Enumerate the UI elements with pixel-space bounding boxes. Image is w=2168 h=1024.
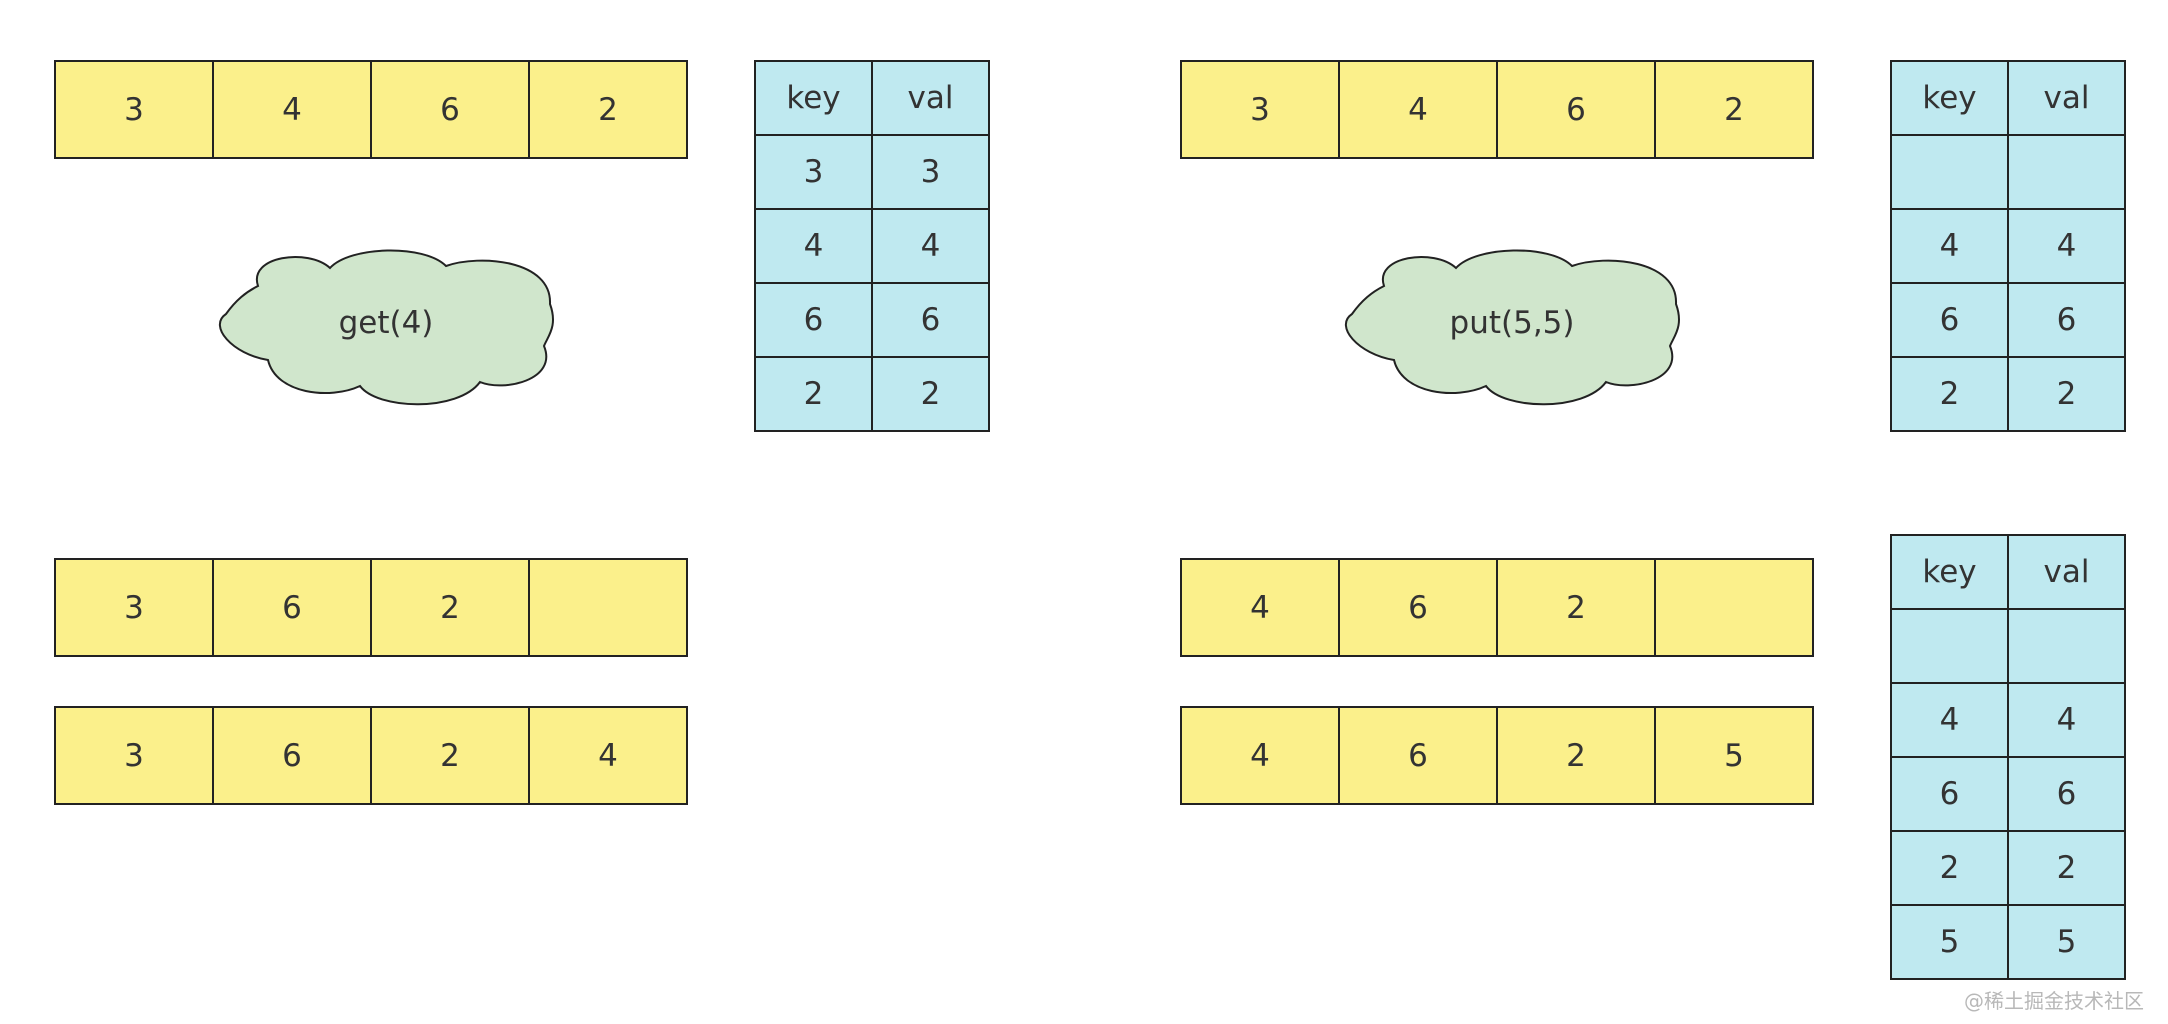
table-cell-key: 5: [1890, 904, 2009, 980]
operation-label: get(4): [338, 305, 434, 341]
table-cell-key: 3: [754, 134, 873, 210]
left-initial-array: 3 4 6 2: [54, 60, 688, 159]
array-cell: 2: [528, 60, 688, 159]
table-row: 2 2: [754, 356, 990, 432]
array-cell: 3: [54, 60, 214, 159]
array-cell: 2: [370, 558, 530, 657]
array-cell: 4: [528, 706, 688, 805]
array-cell: 5: [1654, 706, 1814, 805]
array-cell: 3: [1180, 60, 1340, 159]
table-header-row: key val: [1890, 534, 2126, 610]
table-row: 5 5: [1890, 904, 2126, 980]
table-row: 6 6: [1890, 756, 2126, 832]
table-cell-val: 2: [2007, 356, 2126, 432]
array-cell: 2: [1654, 60, 1814, 159]
array-cell: [528, 558, 688, 657]
right-hash-table-after: key val 4 4 6 6 2 2 5 5: [1890, 534, 2126, 980]
table-cell-key: 4: [1890, 208, 2009, 284]
table-row: 6 6: [1890, 282, 2126, 358]
table-cell-val: 6: [2007, 282, 2126, 358]
table-header-key: key: [754, 60, 873, 136]
table-cell-key: 2: [754, 356, 873, 432]
array-cell: 3: [54, 706, 214, 805]
watermark: @稀土掘金技术社区: [1964, 989, 2144, 1013]
array-cell: 4: [1180, 706, 1340, 805]
right-result-array: 4 6 2 5: [1180, 706, 1814, 805]
table-header-key: key: [1890, 60, 2009, 136]
table-row: 6 6: [754, 282, 990, 358]
table-header-row: key val: [754, 60, 990, 136]
array-cell: 6: [212, 558, 372, 657]
array-cell: 6: [1338, 558, 1498, 657]
left-result-array: 3 6 2 4: [54, 706, 688, 805]
table-cell-val: 6: [2007, 756, 2126, 832]
right-hash-table-before: key val 4 4 6 6 2 2: [1890, 60, 2126, 432]
table-header-key: key: [1890, 534, 2009, 610]
array-cell: 6: [1338, 706, 1498, 805]
table-cell-key: 2: [1890, 356, 2009, 432]
table-row: [1890, 134, 2126, 210]
table-cell-key: 6: [1890, 282, 2009, 358]
table-cell-val: [2007, 134, 2126, 210]
array-cell: 2: [1496, 706, 1656, 805]
table-cell-key: 6: [754, 282, 873, 358]
array-cell: 2: [370, 706, 530, 805]
right-initial-array: 3 4 6 2: [1180, 60, 1814, 159]
array-cell: 4: [1338, 60, 1498, 159]
table-cell-key: 4: [1890, 682, 2009, 758]
array-cell: 6: [212, 706, 372, 805]
array-cell: 2: [1496, 558, 1656, 657]
table-cell-val: 6: [871, 282, 990, 358]
left-removed-array: 3 6 2: [54, 558, 688, 657]
array-cell: [1654, 558, 1814, 657]
left-hash-table: key val 3 3 4 4 6 6 2 2: [754, 60, 990, 432]
table-cell-key: 6: [1890, 756, 2009, 832]
table-cell-val: 5: [2007, 904, 2126, 980]
cloud-shape: [1345, 249, 1680, 406]
array-cell: 6: [370, 60, 530, 159]
table-cell-key: 4: [754, 208, 873, 284]
table-row: 4 4: [754, 208, 990, 284]
table-header-val: val: [2007, 60, 2126, 136]
table-cell-key: [1890, 608, 2009, 684]
table-cell-val: 4: [2007, 682, 2126, 758]
table-cell-val: 2: [871, 356, 990, 432]
table-cell-val: 4: [2007, 208, 2126, 284]
table-cell-val: [2007, 608, 2126, 684]
table-row: 2 2: [1890, 830, 2126, 906]
left-operation-cloud: get(4): [218, 242, 554, 406]
table-cell-val: 4: [871, 208, 990, 284]
array-cell: 4: [1180, 558, 1340, 657]
table-header-val: val: [2007, 534, 2126, 610]
table-header-row: key val: [1890, 60, 2126, 136]
table-cell-key: 2: [1890, 830, 2009, 906]
array-cell: 4: [212, 60, 372, 159]
table-row: 2 2: [1890, 356, 2126, 432]
cloud-shape: [219, 249, 554, 406]
right-operation-cloud: put(5,5): [1344, 242, 1680, 406]
table-row: 4 4: [1890, 208, 2126, 284]
array-cell: 6: [1496, 60, 1656, 159]
table-row: 3 3: [754, 134, 990, 210]
table-cell-key: [1890, 134, 2009, 210]
operation-label: put(5,5): [1449, 305, 1575, 341]
table-header-val: val: [871, 60, 990, 136]
right-removed-array: 4 6 2: [1180, 558, 1814, 657]
table-cell-val: 3: [871, 134, 990, 210]
table-cell-val: 2: [2007, 830, 2126, 906]
table-row: 4 4: [1890, 682, 2126, 758]
array-cell: 3: [54, 558, 214, 657]
table-row: [1890, 608, 2126, 684]
